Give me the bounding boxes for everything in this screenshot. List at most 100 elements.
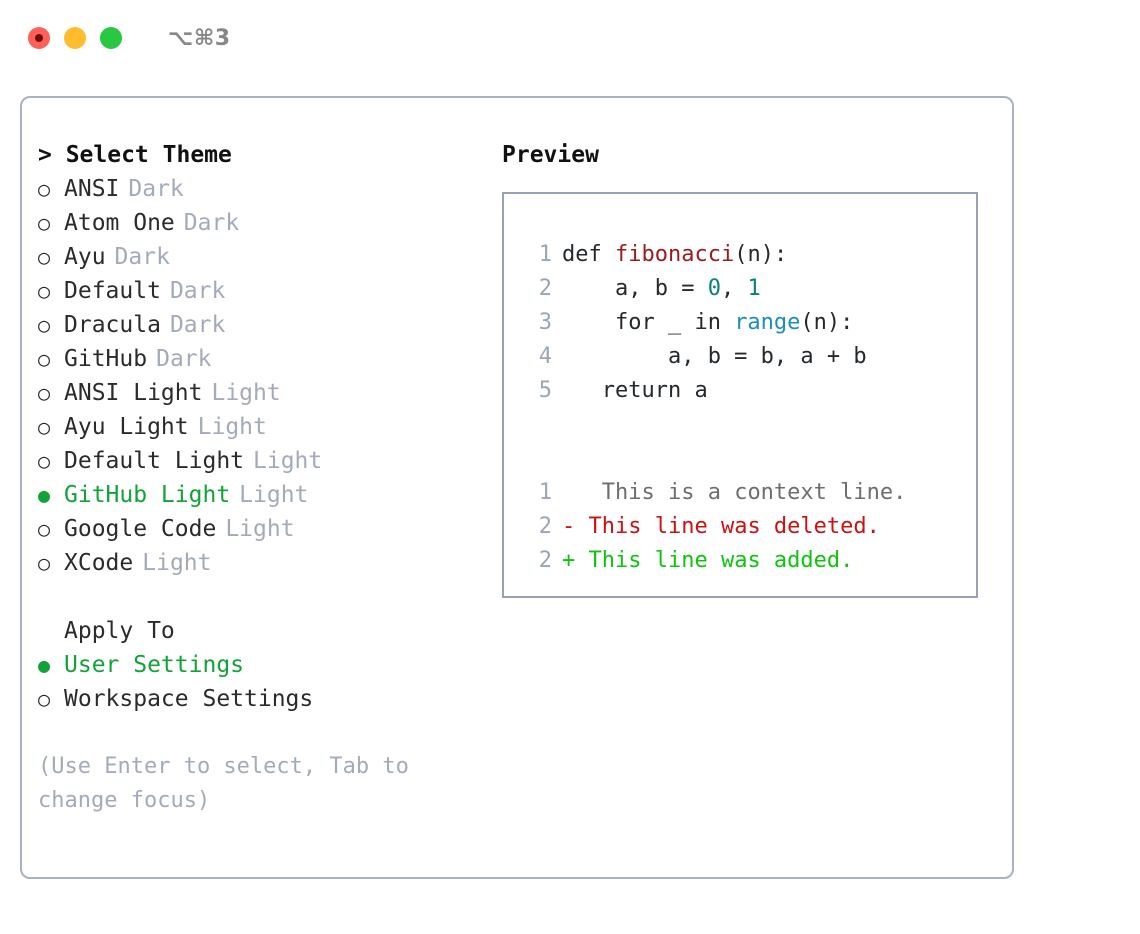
radio-icon-filled: ● [38,483,51,507]
theme-tag: Dark [169,312,226,338]
select-theme-heading: > Select Theme [38,142,232,168]
theme-tag: Light [142,550,212,576]
close-button[interactable] [28,27,50,49]
apply-to-item-selected[interactable]: ● User Settings [38,648,482,682]
code-token: for _ in [562,310,735,335]
diff-marker [562,476,589,510]
minimize-button[interactable] [64,27,86,49]
code-line: 1 def fibonacci(n): [526,238,976,272]
window-title: ⌥⌘3 [168,25,231,51]
apply-to-label: User Settings [64,652,245,678]
code-token: (n): [734,242,788,267]
theme-label: GitHub Light [64,482,231,508]
theme-list-item[interactable]: ○ Atom One Dark [38,206,482,240]
theme-tag: Dark [128,176,184,202]
radio-icon: ○ [38,347,51,371]
theme-list-item[interactable]: ○ GitHub Dark [38,342,482,376]
line-number: 2 [538,276,552,301]
theme-label: GitHub [64,346,148,372]
theme-tag: Light [253,448,323,474]
diff-line-deleted: 2- This line was deleted. [526,510,976,544]
theme-tag: Dark [114,244,170,270]
diff-line-added: 2+ This line was added. [526,544,976,578]
diff-block: 1 This is a context line. 2- This line w… [526,476,976,578]
code-token: a, b = [562,276,708,301]
theme-list-item[interactable]: ○ Ayu Light Light [38,410,482,444]
radio-icon: ○ [38,449,51,473]
theme-tag: Dark [156,346,212,372]
line-number: 1 [538,480,552,505]
diff-text: This line was deleted. [588,514,880,539]
diff-line-context: 1 This is a context line. [526,476,976,510]
theme-label: Default [64,278,161,304]
theme-label: Dracula [64,312,161,338]
line-number: 3 [538,310,552,335]
theme-list-item[interactable]: ○ Google Code Light [38,512,482,546]
theme-label: Google Code [64,516,217,542]
theme-tag: Light [211,380,281,406]
code-line: 5 return a [526,374,976,408]
line-number: 4 [538,344,552,369]
code-token: , [720,276,748,301]
theme-label: Ayu Light [64,414,189,440]
code-token-builtin: range [734,310,801,335]
code-blank-line [526,408,976,442]
radio-icon: ○ [38,381,51,405]
theme-list-item[interactable]: ○ ANSI Dark [38,172,482,206]
theme-label: ANSI Light [64,380,203,406]
code-line: 3 for _ in range(n): [526,306,976,340]
theme-label: Default Light [64,448,245,474]
apply-to-label: Workspace Settings [64,686,314,712]
code-token: def [562,242,615,267]
apply-to-heading: Apply To [64,618,175,644]
radio-icon: ○ [38,415,51,439]
line-number: 1 [538,242,552,267]
theme-tag: Light [239,482,309,508]
theme-tag: Light [225,516,295,542]
code-blank-line [526,442,976,476]
diff-marker: + [562,548,589,573]
theme-list-item[interactable]: ○ Default Light Light [38,444,482,478]
radio-icon: ○ [38,177,51,201]
keyboard-hint: (Use Enter to select, Tab to change focu… [38,754,423,813]
radio-icon: ○ [38,687,51,711]
code-line: 4 a, b = b, a + b [526,340,976,374]
theme-label: Atom One [64,210,175,236]
title-bar: ⌥⌘3 [0,0,1140,76]
code-token-number: 0 [707,276,721,301]
theme-tag: Light [197,414,267,440]
apply-to-item[interactable]: ○ Workspace Settings [38,682,482,716]
code-token-function: fibonacci [614,242,735,267]
theme-list-item[interactable]: ○ ANSI Light Light [38,376,482,410]
radio-icon: ○ [38,211,51,235]
maximize-button[interactable] [100,27,122,49]
theme-tag: Dark [169,278,226,304]
theme-tag: Dark [183,210,240,236]
traffic-lights [28,27,122,49]
code-token: (n): [800,310,854,335]
line-number: 2 [538,514,552,539]
theme-label: Ayu [64,244,106,270]
theme-label: ANSI [64,176,120,202]
diff-text: This is a context line. [588,480,907,505]
radio-icon-filled: ● [38,653,51,677]
theme-list-item-selected[interactable]: ● GitHub Light Light [38,478,482,512]
code-token-number: 1 [747,276,761,301]
spacer [38,580,482,614]
diff-marker: - [562,514,589,539]
theme-list-item[interactable]: ○ Default Dark [38,274,482,308]
preview-heading: Preview [502,142,599,168]
radio-icon: ○ [38,279,51,303]
theme-label: XCode [64,550,134,576]
radio-icon: ○ [38,517,51,541]
